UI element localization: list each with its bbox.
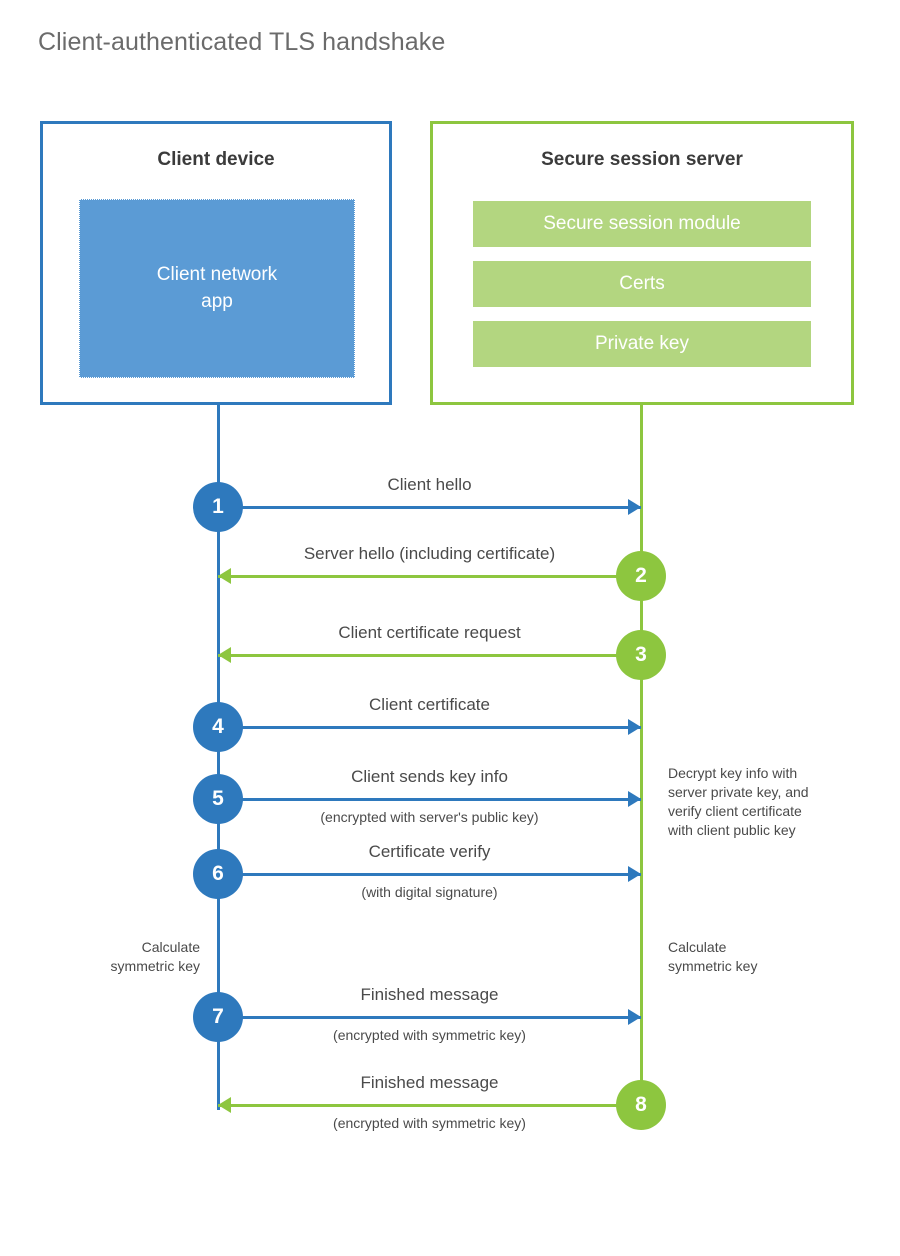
message-arrow-line-5 — [218, 798, 641, 801]
message-label-1: Client hello — [387, 475, 472, 494]
step-number-badge-1[interactable]: 1 — [193, 482, 243, 532]
client-calc-key-note: Calculate symmetric key — [110, 939, 200, 974]
message-arrow-head-3 — [218, 647, 231, 663]
message-label-4: Client certificate — [369, 695, 490, 714]
message-arrow-head-6 — [628, 866, 641, 882]
client-lifeline — [217, 404, 220, 1110]
message-arrow-head-4 — [628, 719, 641, 735]
message-label-8: Finished message — [360, 1073, 499, 1092]
message-arrow-head-5 — [628, 791, 641, 807]
step-number-badge-8[interactable]: 8 — [616, 1080, 666, 1130]
message-arrow-line-8 — [218, 1104, 641, 1107]
message-label-2: Server hello (including certificate) — [303, 544, 556, 563]
server-calc-key-note: Calculate symmetric key — [668, 939, 758, 974]
server-lifeline — [640, 404, 643, 1106]
secure-session-server-title: Secure session server — [541, 149, 743, 170]
message-arrow-head-2 — [218, 568, 231, 584]
page-title: Client-authenticated TLS handshake — [38, 28, 446, 56]
step-number-badge-5[interactable]: 5 — [193, 774, 243, 824]
message-sublabel-8: (encrypted with symmetric key) — [333, 1115, 526, 1131]
server-component-certs: Certs — [473, 261, 811, 307]
step-number-badge-3[interactable]: 3 — [616, 630, 666, 680]
message-sublabel-5: (encrypted with server's public key) — [320, 809, 539, 825]
message-arrow-line-2 — [218, 575, 641, 578]
step-number-badge-2[interactable]: 2 — [616, 551, 666, 601]
message-sublabel-6: (with digital signature) — [361, 884, 498, 900]
message-arrow-line-3 — [218, 654, 641, 657]
client-device-title: Client device — [157, 149, 275, 170]
message-arrow-line-6 — [218, 873, 641, 876]
message-label-5: Client sends key info — [351, 767, 508, 786]
step-number-badge-7[interactable]: 7 — [193, 992, 243, 1042]
server-component-secure-session-module: Secure session module — [473, 201, 811, 247]
message-arrow-head-8 — [218, 1097, 231, 1113]
step-number-badge-6[interactable]: 6 — [193, 849, 243, 899]
message-arrow-head-1 — [628, 499, 641, 515]
message-label-7: Finished message — [360, 985, 499, 1004]
message-label-6: Certificate verify — [368, 842, 491, 861]
message-arrow-line-7 — [218, 1016, 641, 1019]
server-decrypt-note: Decrypt key info with server private key… — [668, 765, 809, 838]
message-arrow-line-1 — [218, 506, 641, 509]
message-label-3: Client certificate request — [338, 623, 521, 642]
server-component-private-key: Private key — [473, 321, 811, 367]
client-network-app-block: Client network app — [79, 199, 355, 378]
message-arrow-line-4 — [218, 726, 641, 729]
secure-session-server-box: Secure session server Secure session mod… — [430, 121, 854, 405]
message-sublabel-7: (encrypted with symmetric key) — [333, 1027, 526, 1043]
step-number-badge-4[interactable]: 4 — [193, 702, 243, 752]
message-arrow-head-7 — [628, 1009, 641, 1025]
client-device-box: Client device Client network app — [40, 121, 392, 405]
